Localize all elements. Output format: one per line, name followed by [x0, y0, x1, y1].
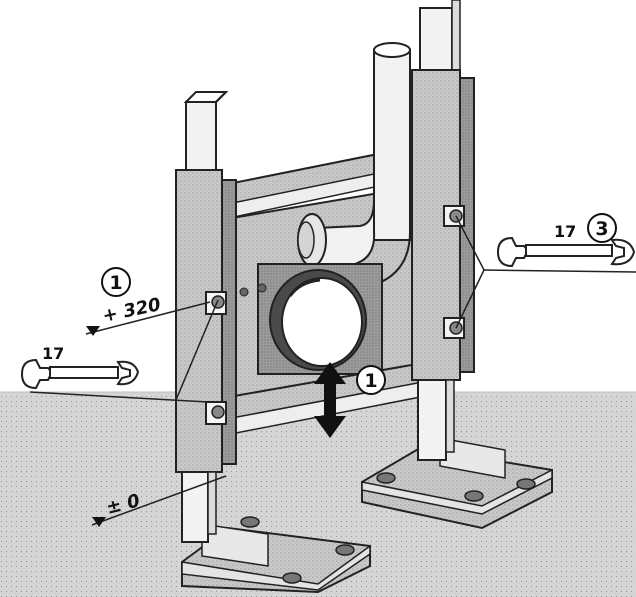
height-adjust-arrow	[314, 362, 346, 438]
right-column	[411, 0, 475, 461]
wrench-left-icon	[20, 358, 140, 390]
right-plate-nut	[376, 472, 536, 502]
wrench-size-left: 17	[42, 344, 64, 363]
wrench-size-right: 17	[554, 222, 576, 241]
callout-number-right: 3	[595, 218, 608, 240]
level-marker-lower	[92, 517, 106, 527]
leader-lines	[29, 215, 636, 526]
left-foot-plate	[181, 516, 371, 594]
wrench-right-icon	[496, 236, 636, 268]
callout-circle-right	[587, 213, 617, 243]
callout-circle-center	[356, 365, 386, 395]
pipe-collar	[257, 263, 383, 375]
callout-number-left: 1	[109, 272, 122, 294]
level-marker-upper	[86, 326, 100, 336]
left-plate-nut	[240, 516, 355, 584]
drain-pipe	[297, 42, 411, 294]
callout-circle-left	[101, 267, 131, 297]
callout-number-center: 1	[364, 370, 377, 392]
